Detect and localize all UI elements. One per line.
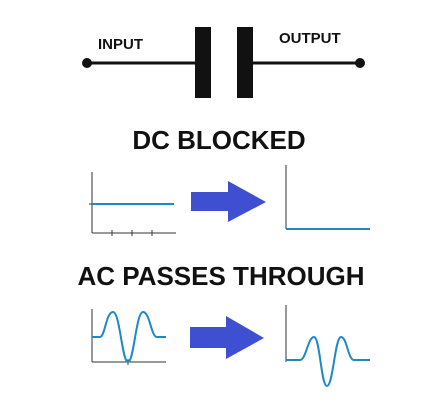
capacitor-schematic: INPUT OUTPUT — [82, 27, 365, 98]
input-label: INPUT — [98, 36, 143, 53]
output-label: OUTPUT — [279, 30, 341, 47]
ac-input-plot — [91, 309, 166, 365]
dc-input-plot — [89, 172, 176, 236]
capacitor-plate-left — [195, 27, 211, 98]
dc-output-plot — [285, 165, 370, 230]
capacitor-plate-right — [237, 27, 253, 98]
dc-right-arrow-icon — [191, 181, 266, 222]
dc-blocked-heading: DC BLOCKED — [132, 125, 305, 155]
ac-passes-heading: AC PASSES THROUGH — [78, 261, 365, 291]
ac-output-plot — [285, 305, 370, 388]
ac-output-signal — [286, 335, 370, 388]
capacitor-symbol-icon — [195, 27, 253, 98]
output-terminal-dot — [355, 58, 365, 68]
ac-right-arrow-icon — [190, 316, 264, 359]
ac-input-signal — [92, 310, 166, 364]
